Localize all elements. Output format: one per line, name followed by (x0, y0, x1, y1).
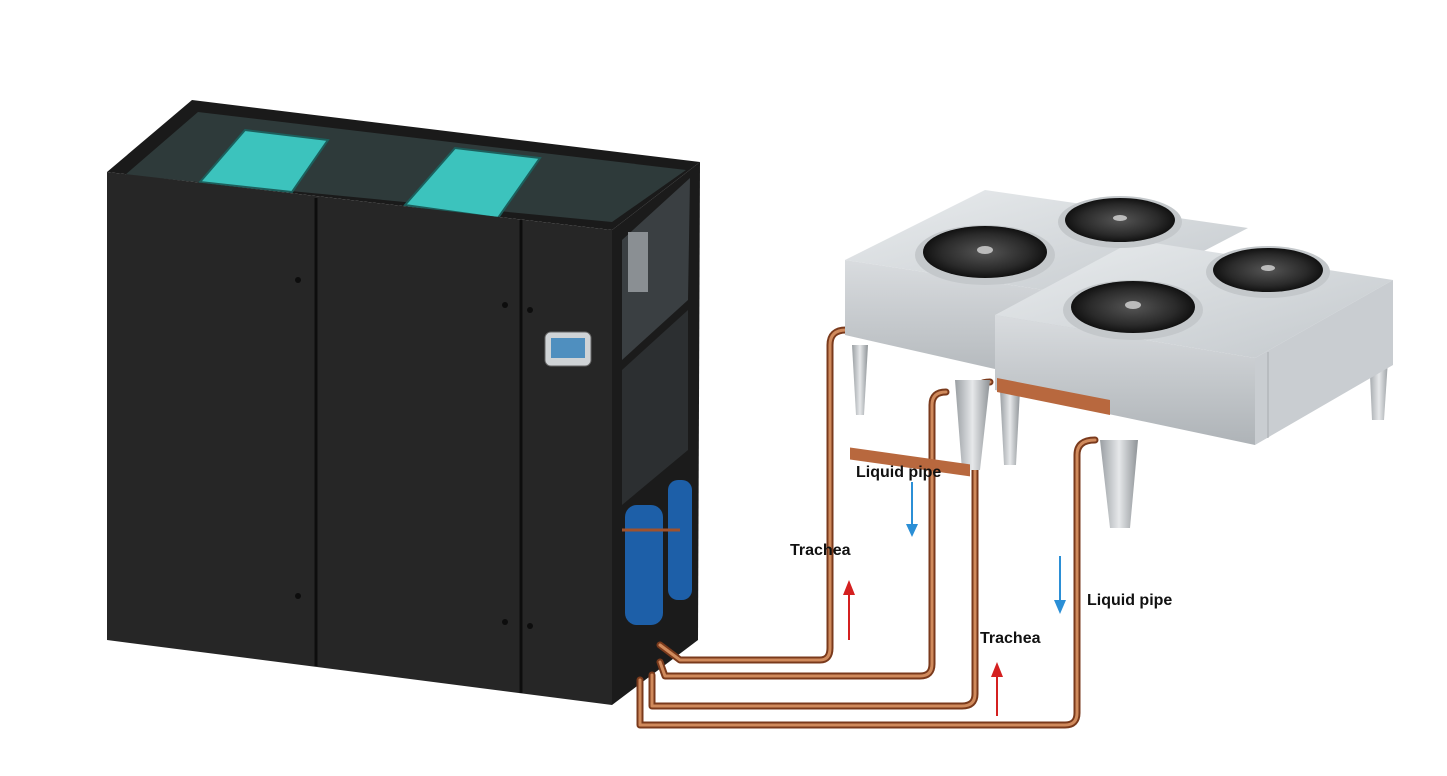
condenser-2-side (1255, 280, 1393, 445)
trachea-label: Trachea (980, 630, 1041, 647)
condenser-2-front (995, 315, 1255, 445)
trachea-label: Trachea (790, 542, 851, 559)
condenser-2-leg (1000, 390, 1020, 465)
compressor-2 (668, 480, 692, 600)
fan-icon (915, 225, 1055, 285)
compressor-1 (625, 505, 663, 625)
arrow-down-icon (1054, 556, 1066, 614)
indoor-unit (107, 100, 700, 705)
fan-icon (1063, 280, 1203, 340)
condenser-unit-2 (995, 240, 1393, 528)
liquid-pipe-label: Liquid pipe (856, 464, 942, 481)
cabinet-front (107, 172, 612, 705)
arrow-down-icon (906, 482, 918, 537)
fan-icon (1206, 246, 1330, 298)
arrow-up-icon (991, 662, 1003, 716)
condenser-2-leg (1100, 440, 1138, 528)
fan-icon (1058, 196, 1182, 248)
condenser-fans (915, 196, 1330, 340)
arrow-up-icon (843, 580, 855, 640)
liquid-pipe-label: Liquid pipe (1087, 592, 1173, 609)
condenser-1-leg (852, 345, 868, 415)
filter-left (197, 128, 330, 194)
condenser-1-leg (955, 380, 990, 470)
